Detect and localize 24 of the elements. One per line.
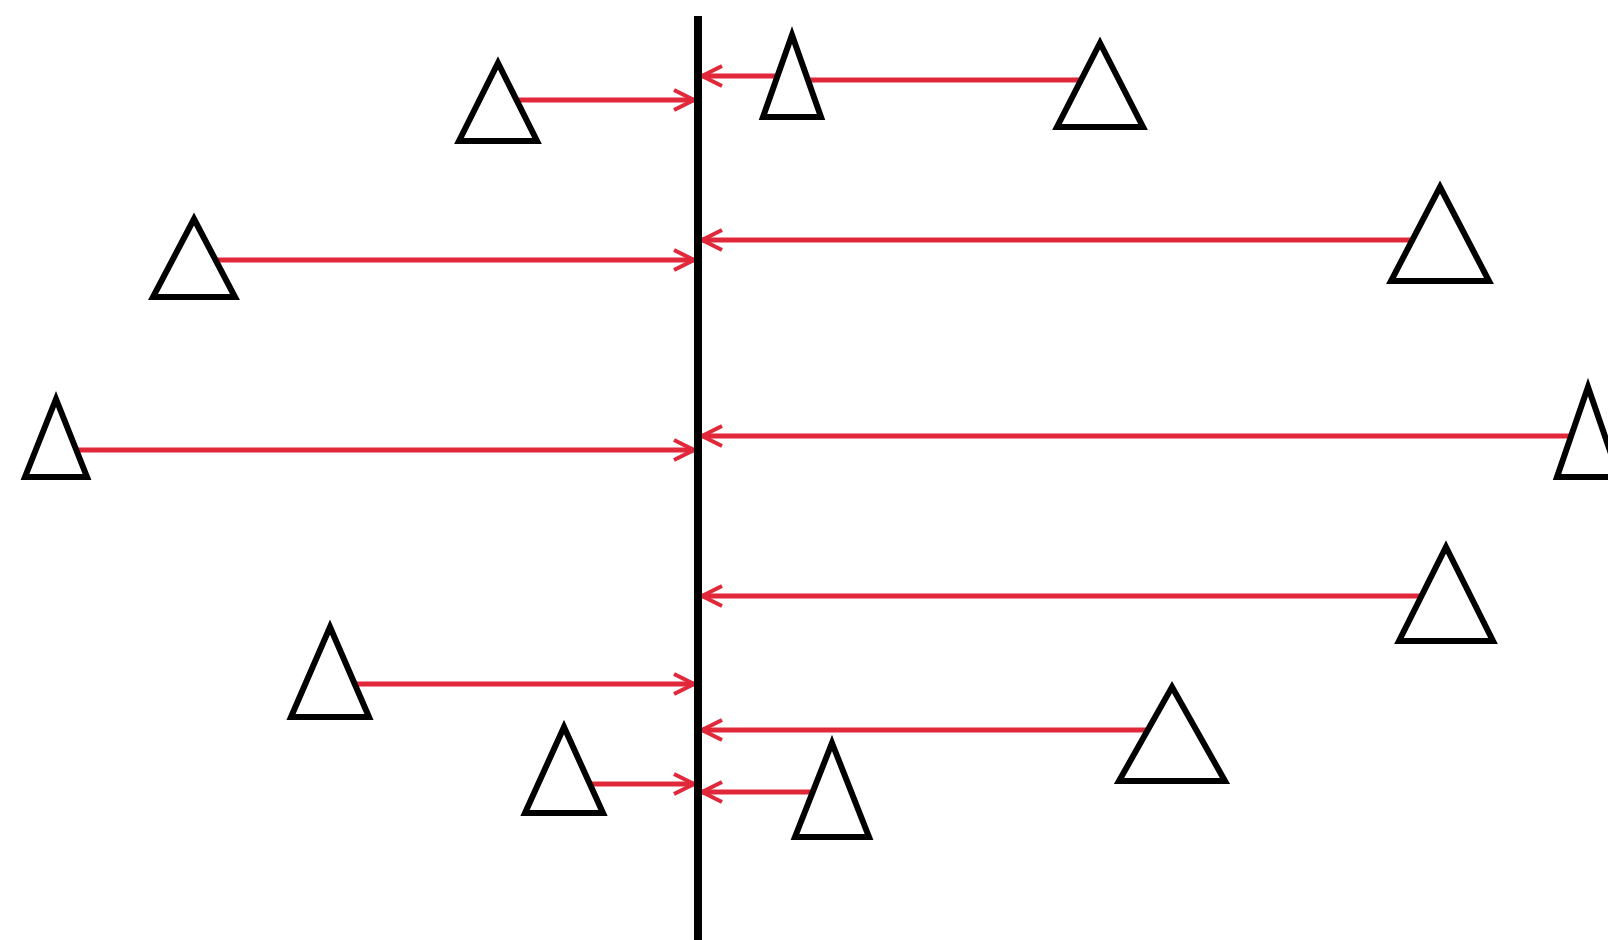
arrow [700, 718, 1147, 742]
triangle-symbol [22, 396, 90, 480]
triangle-symbol [288, 624, 372, 720]
triangle-symbol [150, 216, 238, 300]
triangle-symbol [792, 740, 872, 840]
triangle-symbol [456, 60, 540, 144]
connector-line [809, 77, 1080, 83]
triangle-symbol [1116, 684, 1228, 784]
arrow [700, 584, 1420, 608]
arrow [591, 772, 696, 796]
arrow [356, 672, 696, 696]
arrow [77, 438, 696, 462]
arrow [518, 88, 696, 112]
triangle-symbol [522, 724, 606, 816]
arrow [217, 248, 696, 272]
triangle-symbol [760, 32, 824, 120]
triangle-symbol [1396, 544, 1496, 644]
arrow [700, 780, 812, 804]
arrow [700, 228, 1411, 252]
arrow [700, 424, 1570, 448]
triangle-symbol [1054, 40, 1146, 130]
triangle-symbol [1388, 184, 1492, 284]
arrow [700, 64, 776, 88]
triangle-symbol [1554, 384, 1608, 480]
